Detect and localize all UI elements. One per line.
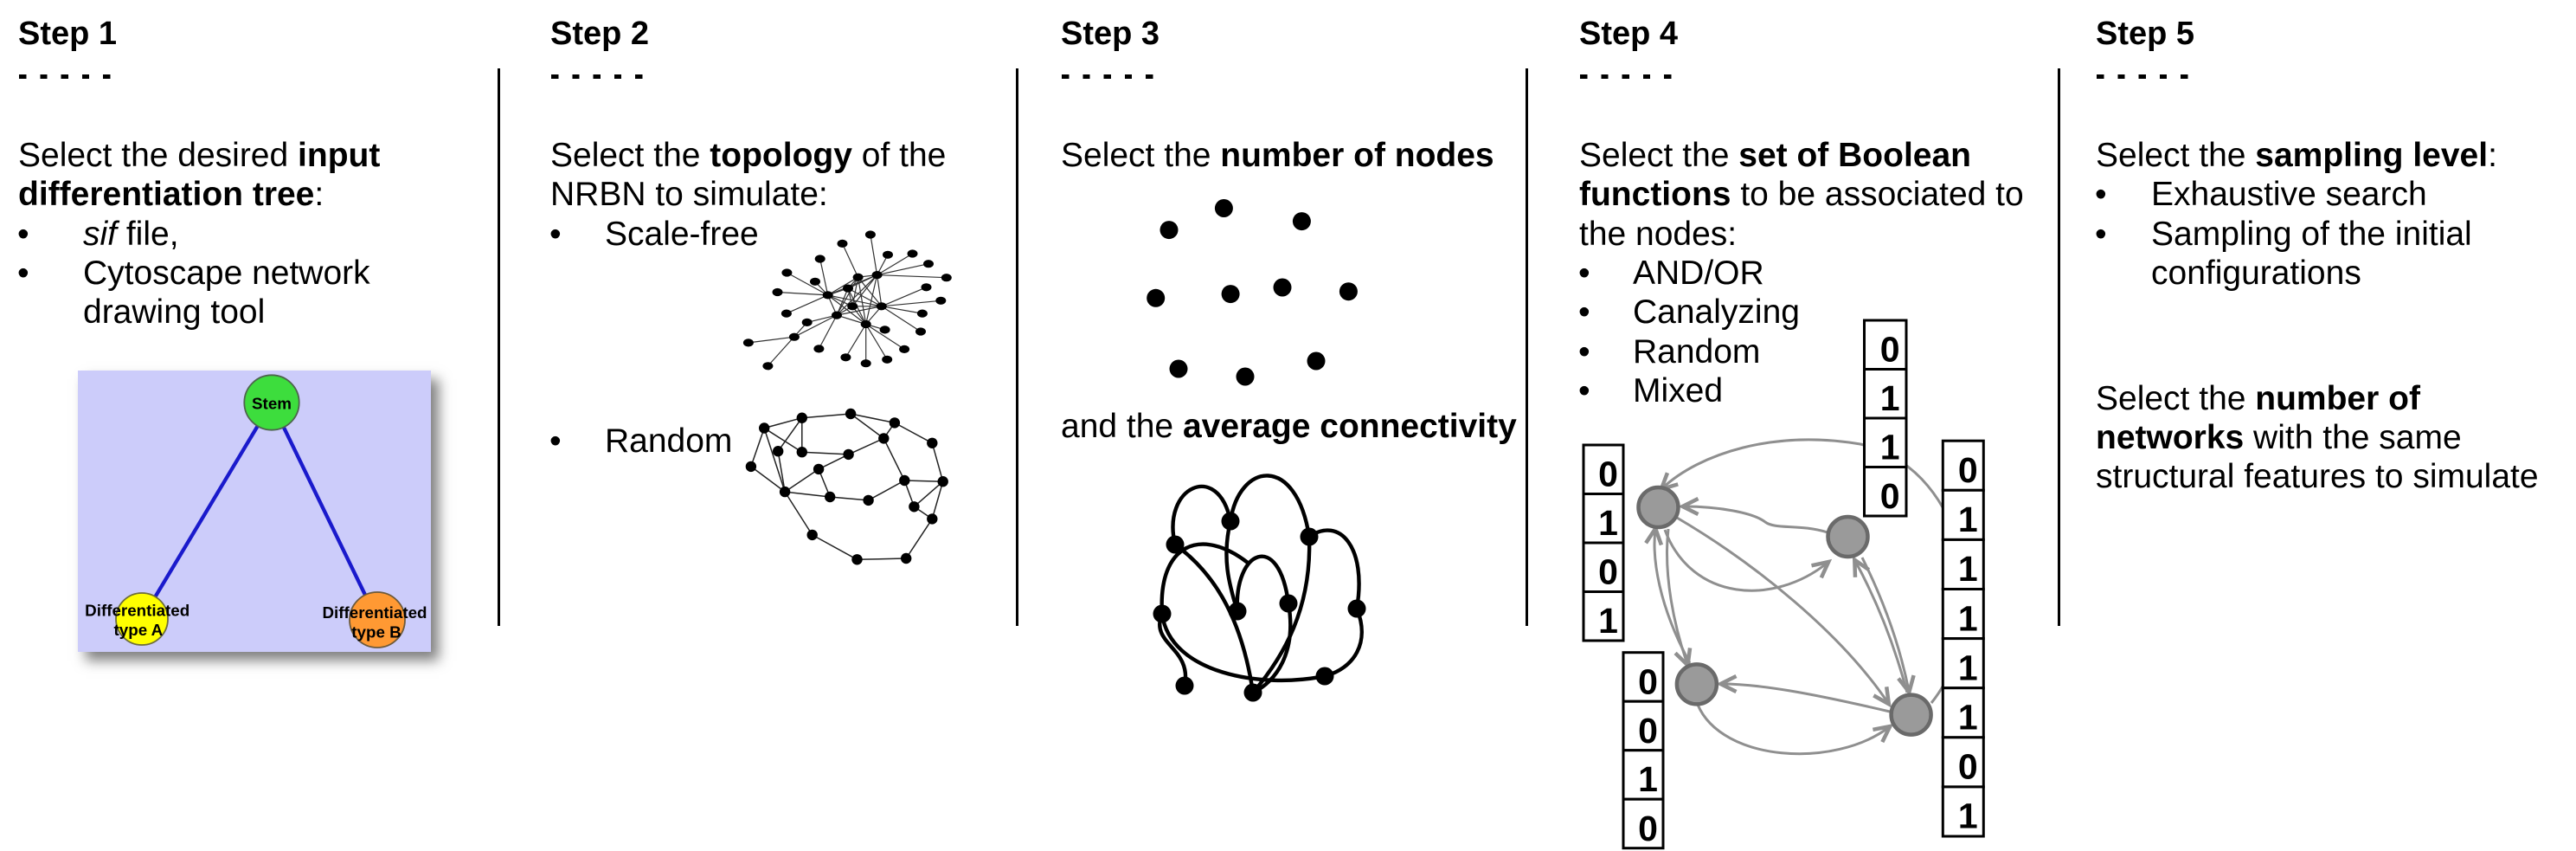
- svg-text:type A: type A: [114, 621, 164, 639]
- svg-text:0: 0: [1598, 455, 1618, 494]
- svg-text:1: 1: [1598, 601, 1618, 641]
- svg-text:1: 1: [1958, 796, 1978, 836]
- svg-text:0: 0: [1958, 747, 1978, 787]
- svg-text:0: 0: [1638, 809, 1658, 848]
- svg-text:0: 0: [1598, 552, 1618, 592]
- svg-text:0: 0: [1638, 661, 1658, 701]
- svg-text:1: 1: [1880, 428, 1900, 467]
- svg-text:1: 1: [1958, 698, 1978, 738]
- svg-text:0: 0: [1880, 476, 1900, 516]
- svg-text:Differentiated: Differentiated: [85, 602, 190, 620]
- svg-text:1: 1: [1958, 500, 1978, 539]
- svg-text:0: 0: [1958, 450, 1978, 490]
- svg-text:1: 1: [1958, 598, 1978, 638]
- svg-text:1: 1: [1638, 759, 1658, 799]
- svg-text:Stem: Stem: [252, 394, 292, 412]
- svg-text:0: 0: [1638, 711, 1658, 751]
- svg-text:1: 1: [1958, 648, 1978, 688]
- svg-text:1: 1: [1958, 549, 1978, 589]
- svg-text:1: 1: [1880, 378, 1900, 418]
- svg-text:type B: type B: [351, 622, 401, 641]
- svg-text:Differentiated: Differentiated: [322, 603, 427, 622]
- svg-text:0: 0: [1880, 330, 1900, 370]
- svg-text:1: 1: [1598, 503, 1618, 543]
